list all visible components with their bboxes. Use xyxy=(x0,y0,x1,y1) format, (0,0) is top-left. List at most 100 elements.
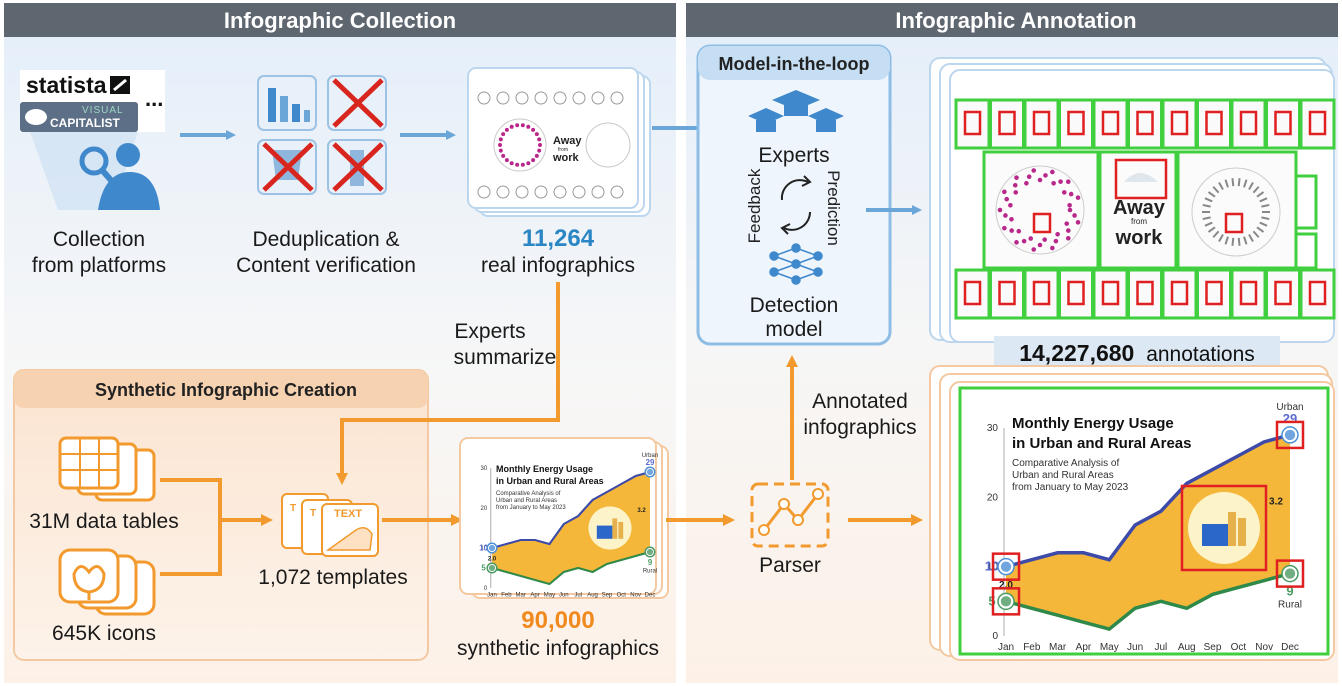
rural-series-line xyxy=(1005,571,1291,631)
thumb-tick xyxy=(1204,221,1213,227)
thumb-dot xyxy=(1037,242,1043,248)
detection-box-green xyxy=(989,98,1025,150)
thumb-mini-icon xyxy=(591,91,605,105)
arrow-tables-to-templates xyxy=(160,478,273,526)
thumb-dot xyxy=(1068,191,1074,197)
x-tick-label: Sep xyxy=(602,592,613,598)
x-tick-label: Feb xyxy=(1023,642,1041,653)
thumb-dot xyxy=(1014,175,1019,180)
x-tick-label: Feb xyxy=(501,592,512,598)
thumb-ring xyxy=(995,165,1085,255)
template-t-text-2: T xyxy=(310,508,316,519)
thumb-dot xyxy=(531,158,536,163)
detection-box xyxy=(1101,280,1120,306)
thumb-dot xyxy=(515,162,520,167)
end-gap-value: 3.2 xyxy=(637,508,646,514)
detection-box-green xyxy=(982,150,1100,270)
urban-series-line xyxy=(1005,433,1291,569)
thumb-dot xyxy=(1067,203,1072,208)
detection-box xyxy=(991,552,1021,581)
thumb-tick xyxy=(1207,191,1216,198)
detection-box xyxy=(1274,280,1292,306)
thumb-dot xyxy=(538,143,542,147)
rural-end-value: 9 xyxy=(648,558,653,567)
umbrella-icon xyxy=(1124,173,1158,182)
chart-subtitle-line: Urban and Rural Areas xyxy=(1012,470,1114,481)
thumb-mini-icon xyxy=(515,185,529,199)
thumb-mini-icon xyxy=(610,185,624,199)
annotation-count-badge xyxy=(994,336,1280,370)
detection-box xyxy=(1136,110,1154,136)
thumb-tick xyxy=(1256,191,1265,198)
real-count: 11,264 xyxy=(522,225,595,252)
thumb-title-1: Away xyxy=(553,135,582,147)
detection-box-green xyxy=(1058,268,1094,320)
step-dedup-label-2: Content verification xyxy=(236,254,416,277)
thumb-dot xyxy=(1061,190,1067,195)
x-tick-label: Aug xyxy=(1178,642,1196,653)
x-tick-label: Oct xyxy=(1231,642,1247,653)
thumb-dot xyxy=(1066,228,1071,233)
dedup-card-kept xyxy=(257,75,317,131)
urban-start-value: 10 xyxy=(479,543,488,552)
area-between-series xyxy=(1006,434,1290,630)
detection-box xyxy=(1101,110,1120,136)
model-loop-box: Model-in-the-loop Experts Feedback Predi… xyxy=(696,44,892,346)
x-tick-label: Mar xyxy=(1049,642,1067,653)
annotated-label-2: infographics xyxy=(803,416,916,439)
thumb-dot xyxy=(1024,180,1029,186)
chart-title-line-2: in Urban and Rural Areas xyxy=(1012,435,1192,452)
detection-box xyxy=(963,280,982,306)
start-gap-value: 2.0 xyxy=(488,556,497,562)
dedup-card-rejected-1 xyxy=(327,75,387,131)
thumb-tick xyxy=(1259,221,1268,227)
thumb-tick xyxy=(1202,216,1211,221)
detection-box xyxy=(1308,280,1327,306)
thumb-dot xyxy=(1042,237,1047,242)
urban-end-value: 29 xyxy=(1283,411,1297,426)
thumb-tick xyxy=(1202,203,1211,208)
thumb-dot xyxy=(526,161,531,166)
thumb-dot xyxy=(1026,174,1032,180)
thumb-dot xyxy=(504,158,509,163)
rural-series-line xyxy=(491,550,651,586)
thumb-tick xyxy=(1237,237,1241,246)
thumb-dot xyxy=(498,143,502,147)
x-tick-label: May xyxy=(1100,642,1119,653)
x-tick-label: Mar xyxy=(516,592,526,598)
thumb-tick xyxy=(1243,236,1248,245)
more-platforms-ellipsis: ... xyxy=(145,86,163,111)
detection-box-green xyxy=(1023,268,1060,320)
detection-box xyxy=(1170,280,1189,306)
chart-title-line-1: Monthly Energy Usage xyxy=(1012,415,1174,432)
thumb-dot xyxy=(1065,235,1071,241)
prediction-label: Prediction xyxy=(824,170,843,246)
detection-box xyxy=(998,110,1016,136)
x-tick-label: Jan xyxy=(998,642,1014,653)
thumb-dot xyxy=(520,123,525,128)
thumb-dot xyxy=(509,124,514,129)
annotation-count-label: annotations xyxy=(1146,343,1255,366)
end-gap-value: 3.2 xyxy=(1269,496,1283,507)
thumb-mini-icon xyxy=(553,91,567,105)
thumb-mini-icon xyxy=(515,91,529,105)
thumb-mini-icon xyxy=(496,91,510,105)
detection-box-green xyxy=(1092,268,1129,320)
annotation-count-number: 14,227,680 xyxy=(1019,340,1134,366)
thumb-dot xyxy=(1065,179,1071,185)
neural-network-icon xyxy=(769,243,823,285)
reject-cross-icon-3 xyxy=(332,142,384,192)
x-tick-label: Apr xyxy=(530,592,539,598)
thumb-dot xyxy=(1014,240,1019,245)
synthetic-count: 90,000 xyxy=(521,607,594,634)
thumb-mini-icon xyxy=(591,185,605,199)
experts-summarize-label-1: Experts xyxy=(454,320,525,343)
detection-box xyxy=(1032,110,1051,136)
detection-box-green xyxy=(1196,98,1232,150)
arrow-experts-summarize xyxy=(336,282,560,485)
detection-box-green xyxy=(1299,98,1336,150)
thumb-tick xyxy=(1231,237,1235,246)
